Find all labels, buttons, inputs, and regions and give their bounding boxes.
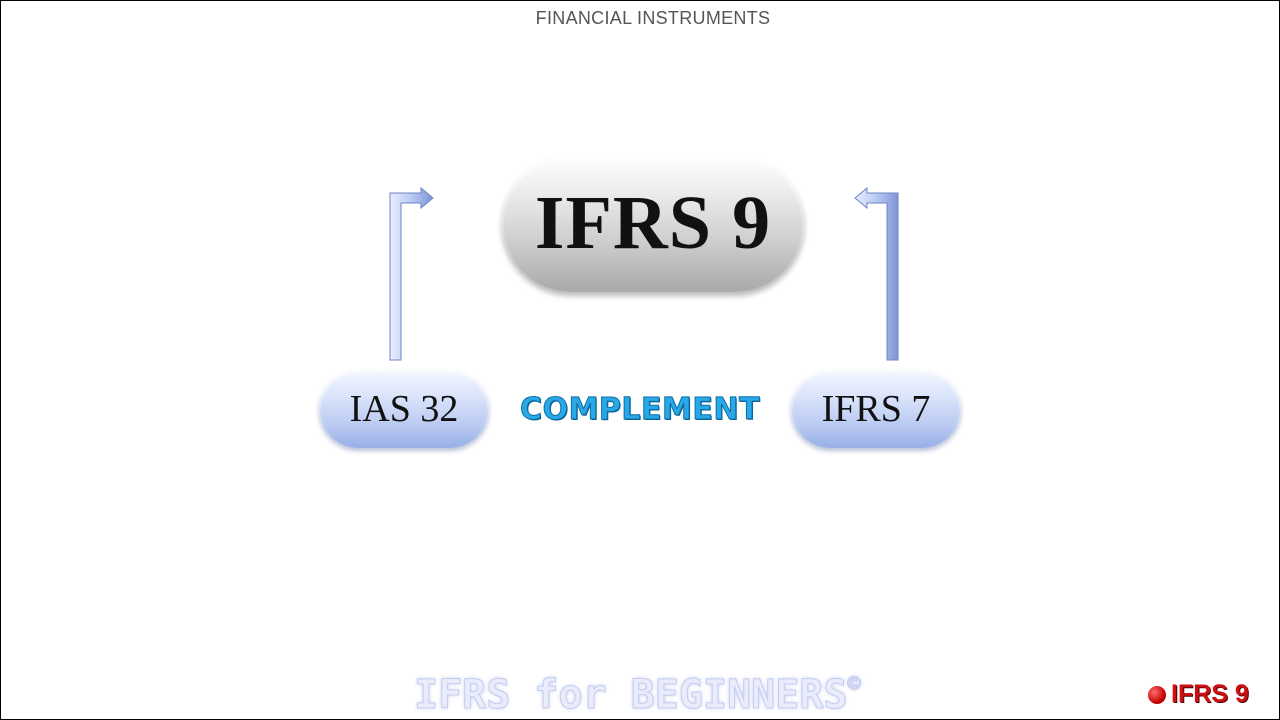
right-arrow [854,186,899,361]
ifrs9-node-label: IFRS 9 [534,181,772,265]
ifrs9-node: IFRS 9 [502,155,804,292]
brand-logo: IFRS 9 [1148,680,1249,709]
left-arrow [389,186,434,361]
ifrs7-node: IFRS 7 [791,370,961,448]
ifrs7-node-label: IFRS 7 [821,388,931,430]
brand-dot-icon [1148,685,1166,704]
complement-label: COMPLEMENT [520,392,760,428]
watermark: IFRS for BEGINNERS© [413,672,861,719]
ias32-node-label: IAS 32 [349,388,459,430]
ias32-node: IAS 32 [319,370,489,448]
watermark-text: IFRS for BEGINNERS [413,672,848,719]
copyright-symbol: © [847,672,861,698]
page-title: FINANCIAL INSTRUMENTS [535,8,771,28]
brand-text: IFRS 9 [1171,680,1249,708]
